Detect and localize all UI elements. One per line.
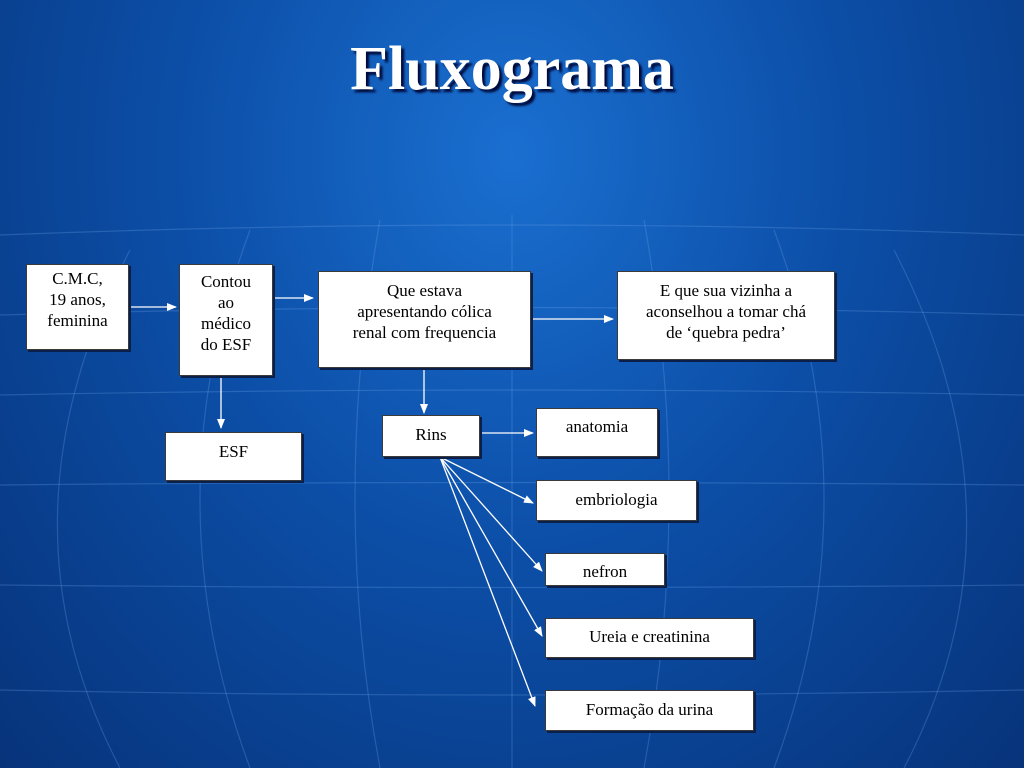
node-patient-line-3: feminina (47, 311, 108, 330)
node-patient-line-2: 19 anos, (49, 290, 106, 309)
node-contact-line-3: médico (200, 314, 252, 333)
node-neighbor-line-3: de ‘quebra pedra’ (666, 323, 786, 342)
node-neighbor-line-2: aconselhou a tomar chá (645, 302, 806, 321)
node-complaint: Que estava apresentando cólica renal com… (318, 271, 531, 368)
node-ureia: Ureia e creatinina (545, 618, 754, 658)
node-patient: C.M.C, 19 anos, feminina (26, 264, 129, 350)
node-neighbor-line-1: E que sua vizinha a (659, 281, 793, 300)
arrow-rins-to-ureia (439, 456, 543, 637)
node-complaint-line-1: Que estava (386, 281, 463, 300)
node-contact-line-1: Contou (200, 272, 252, 291)
slide-title: Fluxograma (350, 35, 674, 103)
node-contact-line-4: do ESF (200, 335, 252, 354)
arrow-rins-to-embriologia (439, 456, 534, 504)
node-rins: Rins (382, 415, 480, 457)
node-contact-line-2: ao (217, 293, 235, 312)
node-complaint-line-3: renal com frequencia (352, 323, 497, 342)
node-complaint-line-2: apresentando cólica (357, 302, 492, 321)
node-formacao: Formação da urina (545, 690, 754, 731)
node-neighbor: E que sua vizinha a aconselhou a tomar c… (617, 271, 835, 360)
node-patient-line-1: C.M.C, (52, 269, 103, 288)
node-esf: ESF (165, 432, 302, 481)
node-nefron: nefron (545, 553, 665, 586)
arrow-rins-to-nefron (439, 456, 543, 572)
node-contact: Contou ao médico do ESF (179, 264, 273, 376)
node-anatomia: anatomia (536, 408, 658, 457)
node-embriologia: embriologia (536, 480, 697, 521)
arrow-rins-to-formacao (439, 456, 536, 707)
